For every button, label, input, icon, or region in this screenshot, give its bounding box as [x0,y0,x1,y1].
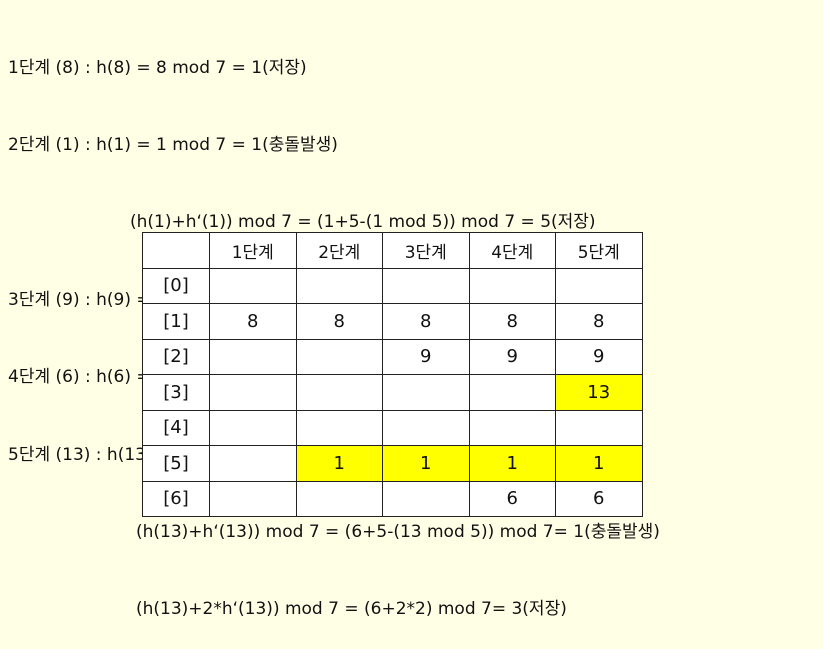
table-cell [468,267,556,304]
table-cell: 1 [382,445,470,482]
table-cell [209,409,297,446]
header-row: 1단계 2단계 3단계 4단계 5단계 [142,232,643,269]
table-row: [4] [142,409,643,446]
table-cell [382,480,470,517]
table-cell [295,374,383,411]
step-line: 1단계 (8) : h(8) = 8 mod 7 = 1(저장) [8,57,307,78]
table-cell [209,445,297,482]
hash-table: 1단계 2단계 3단계 4단계 5단계 [0] [1] 8 8 8 8 8 [2… [142,232,643,517]
table-row: [5] 1 1 1 1 [142,445,643,482]
index-cell: [0] [142,267,210,304]
header-cell: 4단계 [468,232,556,269]
table-cell: 6 [468,480,556,517]
header-cell: 2단계 [295,232,383,269]
index-cell: [6] [142,480,210,517]
table-cell [295,338,383,375]
table-row: [3] 13 [142,374,643,411]
header-cell: 3단계 [382,232,470,269]
table-cell [209,338,297,375]
table-cell: 1 [295,445,383,482]
table-cell: 1 [468,445,556,482]
table-row: [6] 6 6 [142,480,643,517]
table-cell [209,374,297,411]
table-cell [382,267,470,304]
table-cell [382,409,470,446]
index-cell: [5] [142,445,210,482]
table-row: [2] 9 9 9 [142,338,643,375]
table-cell: 8 [555,303,643,340]
header-cell: 5단계 [555,232,643,269]
table-cell [382,374,470,411]
index-cell: [3] [142,374,210,411]
step-line: (h(1)+h‘(1)) mod 7 = (1+5-(1 mod 5)) mod… [130,212,596,233]
step-line: 2단계 (1) : h(1) = 1 mod 7 = 1(충돌발생) [8,134,338,155]
index-cell: [1] [142,303,210,340]
table-cell [209,267,297,304]
table-cell [209,480,297,517]
table-cell [468,409,556,446]
header-cell: 1단계 [209,232,297,269]
index-cell: [4] [142,409,210,446]
table-cell: 8 [295,303,383,340]
index-cell: [2] [142,338,210,375]
table-cell [555,267,643,304]
table-cell: 13 [555,374,643,411]
table-cell [295,409,383,446]
table-cell [295,480,383,517]
table-cell [468,374,556,411]
table-row: [0] [142,267,643,304]
table-cell [295,267,383,304]
step-line: (h(13)+2*h‘(13)) mod 7 = (6+2*2) mod 7= … [136,599,567,620]
table-cell: 8 [468,303,556,340]
table-row: [1] 8 8 8 8 8 [142,303,643,340]
step-line: (h(13)+h‘(13)) mod 7 = (6+5-(13 mod 5)) … [136,521,660,542]
table-cell: 8 [382,303,470,340]
table-cell: 9 [468,338,556,375]
table-cell: 9 [555,338,643,375]
header-cell [142,232,210,269]
table-cell [555,409,643,446]
table-cell: 1 [555,445,643,482]
table-cell: 8 [209,303,297,340]
table-cell: 9 [382,338,470,375]
table-cell: 6 [555,480,643,517]
